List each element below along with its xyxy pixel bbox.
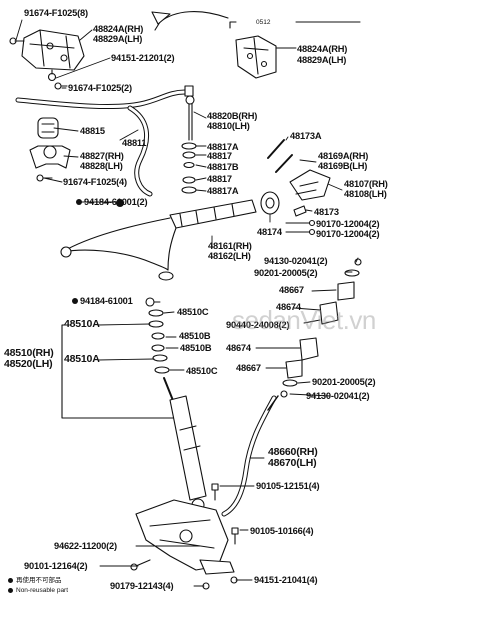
label-48660-rh: 48660(RH) — [268, 446, 318, 458]
label-94184-61001-2: 94184-61001(2) — [84, 197, 148, 207]
variant-box-0512 — [229, 21, 361, 79]
label-90201-20005-a: 90201-20005(2) — [254, 268, 318, 278]
legend-marker — [8, 578, 13, 583]
label-48667-b: 48667 — [236, 363, 261, 373]
legend-not-reusable-en: Non-reusable part — [16, 587, 69, 594]
label-48510c-b: 48510C — [186, 366, 218, 376]
label-48817b: 48817B — [207, 162, 239, 172]
bracket-48824a-left — [21, 29, 85, 71]
bolt-90105-10166 — [231, 527, 239, 545]
bump-stopper-parts — [280, 258, 362, 398]
bracket-48827 — [29, 145, 71, 169]
label-90201-20005-b: 90201-20005(2) — [312, 377, 376, 387]
label-48510-rh: 48510(RH) — [4, 347, 54, 359]
label-94130-02041-a: 94130-02041(2) — [264, 256, 328, 266]
torsion-bar-48173a — [267, 139, 293, 173]
label-48510c-a: 48510C — [177, 307, 209, 317]
label-48817a-2: 48817A — [207, 186, 239, 196]
label-90101-12164: 90101-12164(2) — [24, 561, 88, 571]
shock-absorber-body — [163, 377, 207, 512]
ball-joint-94184-a — [115, 198, 125, 208]
label-48520-lh: 48520(LH) — [4, 358, 53, 370]
label-91674-f1025-8: 91674-F1025(8) — [24, 8, 88, 18]
label-48162-lh: 48162(LH) — [208, 251, 251, 261]
stabilizer-link-48820b — [184, 85, 195, 141]
label-48820b-rh: 48820B(RH) — [207, 111, 258, 121]
label-94151-21201: 94151-21201(2) — [111, 53, 175, 63]
label-90105-10166: 90105-10166(4) — [250, 526, 314, 536]
label-48667-a: 48667 — [279, 285, 304, 295]
torsion-bar-48660 — [221, 395, 279, 517]
label-94151-21041: 94151-21041(4) — [254, 575, 318, 585]
label-48107-rh: 48107(RH) — [344, 179, 388, 189]
upper-arm-48161 — [60, 199, 257, 281]
label-48817a-1: 48817A — [207, 142, 239, 152]
bolt-90105-12151 — [211, 483, 219, 501]
label-0512: 0512 — [256, 19, 271, 26]
bolt-91674-f1025-2 — [54, 82, 68, 90]
bushing-48815 — [37, 117, 59, 139]
label-48817-2: 48817 — [207, 174, 232, 184]
label-48824a-rh-right: 48824A(RH) — [297, 44, 348, 54]
clip-48173 — [293, 205, 307, 217]
shock-top-hardware — [145, 297, 170, 374]
label-90179-12143: 90179-12143(4) — [110, 581, 174, 591]
label-48108-lh: 48108(LH) — [344, 189, 387, 199]
watermark-text: sedanViet.vn — [232, 305, 376, 335]
bolt-91674-f1025-top — [9, 37, 25, 45]
legend-not-reusable-jp: 再使用不可部品 — [16, 577, 62, 584]
stabilizer-bar-48811 — [15, 89, 188, 197]
label-90105-12151: 90105-12151(4) — [256, 481, 320, 491]
label-48674-a: 48674 — [276, 302, 301, 312]
label-48810-lh: 48810(LH) — [207, 121, 250, 131]
legend-marker — [8, 588, 13, 593]
label-48510b-a: 48510B — [179, 331, 211, 341]
label-48674-b: 48674 — [226, 343, 251, 353]
bolt-90101-12164 — [130, 559, 151, 571]
non-reusable-marker — [76, 199, 82, 205]
label-48161-rh: 48161(RH) — [208, 241, 252, 251]
bolts-90170 — [285, 219, 316, 236]
label-48827-rh: 48827(RH) — [80, 151, 124, 161]
bracket-line-48510 — [61, 324, 176, 419]
label-48829a-lh-left: 48829A(LH) — [93, 34, 143, 44]
label-48510a-a: 48510A — [64, 318, 100, 330]
label-91674-f1025-2: 91674-F1025(2) — [68, 83, 132, 93]
nut-94151-21201 — [47, 69, 57, 82]
label-48173a: 48173A — [290, 131, 322, 141]
label-90440-24008: 90440-24008(2) — [226, 320, 290, 330]
label-48169b-lh: 48169B(LH) — [318, 161, 368, 171]
label-48815: 48815 — [80, 126, 105, 136]
spline-48174 — [260, 191, 280, 215]
label-48670-lh: 48670(LH) — [268, 457, 317, 469]
label-48510b-b: 48510B — [180, 343, 212, 353]
label-48824a-rh-left: 48824A(RH) — [93, 24, 144, 34]
label-94130-02041-b: 94130-02041(2) — [306, 391, 370, 401]
bushing-stack-48817 — [181, 142, 197, 194]
anchor-48107 — [289, 169, 331, 201]
label-48173: 48173 — [314, 207, 339, 217]
label-90170-12004-a: 90170-12004(2) — [316, 219, 380, 229]
label-48174: 48174 — [257, 227, 282, 237]
label-48169a-rh: 48169A(RH) — [318, 151, 369, 161]
label-48829a-lh-right: 48829A(LH) — [297, 55, 347, 65]
label-48811: 48811 — [122, 138, 147, 148]
label-94622-11200: 94622-11200(2) — [54, 541, 117, 551]
leader-lines — [15, 19, 359, 587]
lower-arm-bracket — [135, 499, 235, 575]
label-48828-lh: 48828(LH) — [80, 161, 123, 171]
label-48510a-b: 48510A — [64, 353, 100, 365]
label-91674-f1025-4: 91674-F1025(4) — [63, 177, 127, 187]
label-48817-1: 48817 — [207, 151, 232, 161]
non-reusable-marker — [72, 298, 78, 304]
label-94184-61001: 94184-61001 — [80, 296, 133, 306]
curved-arrow — [151, 11, 229, 31]
label-90170-12004-b: 90170-12004(2) — [316, 229, 380, 239]
